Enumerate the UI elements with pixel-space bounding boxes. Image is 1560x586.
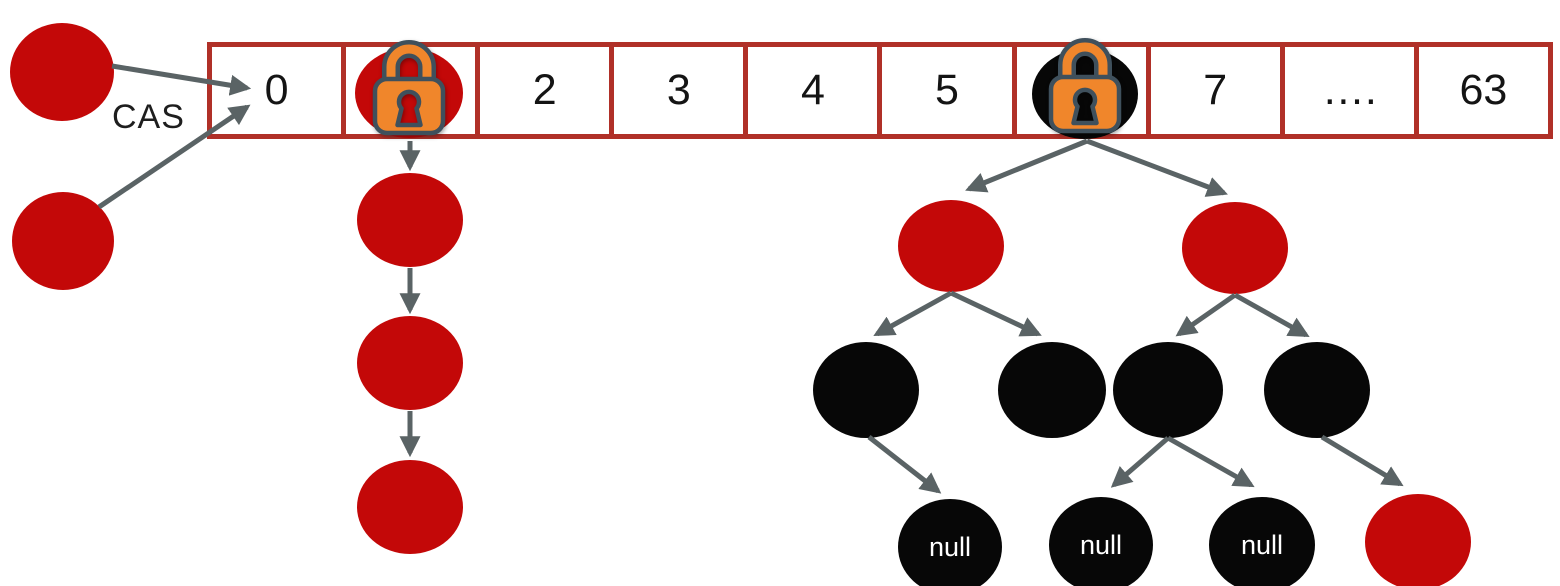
array-cell-2: 2	[480, 47, 615, 134]
array-cell-5: 5	[882, 47, 1017, 134]
null-label: null	[928, 531, 972, 562]
cell-label: 2	[532, 66, 557, 114]
array-cell-3: 3	[614, 47, 749, 134]
cell-label: 7	[1203, 66, 1228, 114]
padlock-icon	[1048, 38, 1122, 134]
tree-black-4	[1264, 342, 1370, 438]
padlock-icon	[372, 40, 446, 136]
array-cell-7: 7	[1151, 47, 1285, 134]
cas-label: CAS	[112, 98, 185, 136]
arrow-black4-to-redleaf	[1320, 434, 1404, 487]
tree-red-leaf	[1365, 494, 1471, 586]
cell-label: 3	[666, 66, 691, 114]
tree-arrows	[867, 138, 1404, 494]
cell-label: ….	[1321, 66, 1377, 114]
arrow-redright-to-black3	[1175, 292, 1237, 337]
array-cell-ellipsis: ….	[1285, 47, 1419, 134]
cell-label: 63	[1459, 66, 1508, 114]
pending-node-2	[12, 192, 114, 290]
tree-null-2: null	[1049, 497, 1153, 586]
pending-node-1	[10, 23, 114, 121]
tree-red-left	[898, 200, 1004, 292]
null-label: null	[1240, 529, 1284, 560]
arrow-root-to-red-right	[1086, 138, 1228, 197]
tree-null-1: null	[898, 499, 1002, 586]
array-cell-63: 63	[1419, 47, 1548, 134]
arrow-redleft-to-black1	[873, 290, 953, 337]
cell-label: 4	[800, 66, 825, 114]
tree-black-1	[813, 342, 919, 438]
tree-red-right	[1182, 202, 1288, 294]
arrow-black3-to-null2	[1110, 436, 1170, 488]
list-node-3	[357, 460, 463, 554]
arrow-redleft-to-black2	[949, 290, 1042, 337]
array-cell-4: 4	[748, 47, 883, 134]
tree-black-3	[1113, 342, 1223, 438]
array-cell-0: 0	[212, 47, 347, 134]
array-cell-6-locked	[1017, 47, 1151, 134]
null-label: null	[1079, 529, 1123, 560]
tree-null-3: null	[1209, 497, 1315, 586]
list-node-1	[357, 173, 463, 267]
arrow-redright-to-black4	[1233, 292, 1310, 338]
array-cell-1-locked	[346, 47, 481, 134]
cell-label: 5	[935, 66, 959, 114]
cell-label: 0	[264, 66, 289, 114]
list-node-2	[357, 316, 463, 410]
arrow-black3-to-null3	[1166, 435, 1255, 488]
arrow-root-to-red-left	[965, 138, 1088, 193]
tree-black-2	[998, 342, 1106, 438]
arrow-black1-to-null1	[867, 435, 942, 494]
